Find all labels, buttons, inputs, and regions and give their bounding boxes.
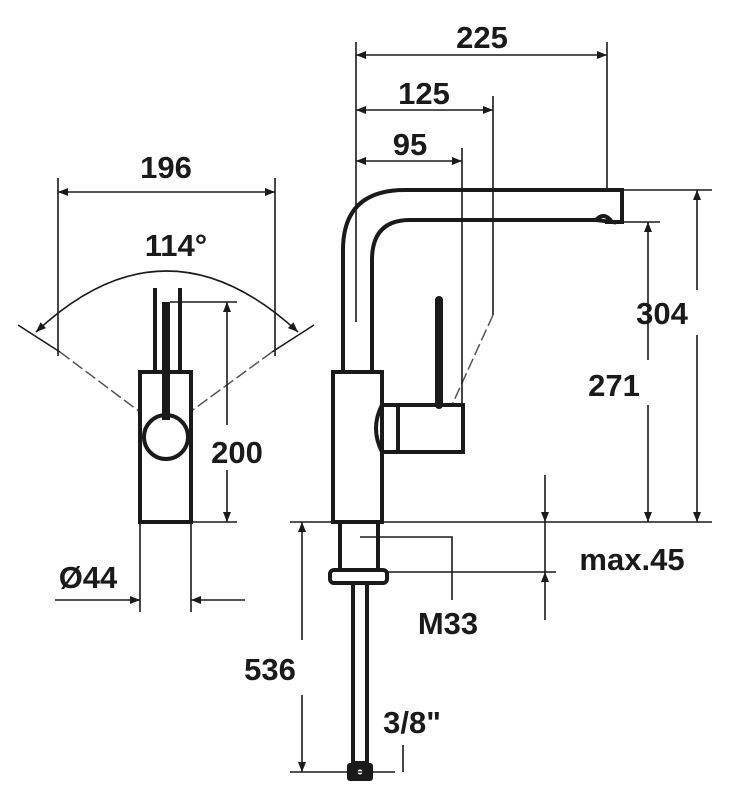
spout-nozzle <box>591 214 617 225</box>
front-view: 225 125 95 304 271 max.45 <box>244 20 712 781</box>
dim-spout-clearance-label: 271 <box>588 368 640 403</box>
dim-diameter-label: Ø44 <box>59 560 118 595</box>
hose-connection-label: 3/8" <box>383 705 441 740</box>
dim-width-label: 196 <box>140 150 192 185</box>
faucet-body-front <box>331 370 384 524</box>
dim-reach-total-label: 225 <box>456 20 508 55</box>
supply-hose <box>351 581 369 765</box>
dim-max-thickness-label: max.45 <box>579 542 684 577</box>
dim-lever-height-label: 200 <box>211 435 263 470</box>
dim-hose-length-label: 536 <box>244 652 296 687</box>
dim-reach-lever-label: 95 <box>393 127 427 162</box>
dim-height-total-label: 304 <box>636 296 688 331</box>
thread-label: M33 <box>418 606 478 641</box>
side-view: 196 114° 200 Ø44 <box>17 150 315 612</box>
spout-outer <box>341 188 624 372</box>
swivel-arc <box>35 270 299 333</box>
handle-housing <box>374 403 465 454</box>
dim-reach-handle-label: 125 <box>398 76 450 111</box>
dim-angle-label: 114° <box>145 228 207 263</box>
